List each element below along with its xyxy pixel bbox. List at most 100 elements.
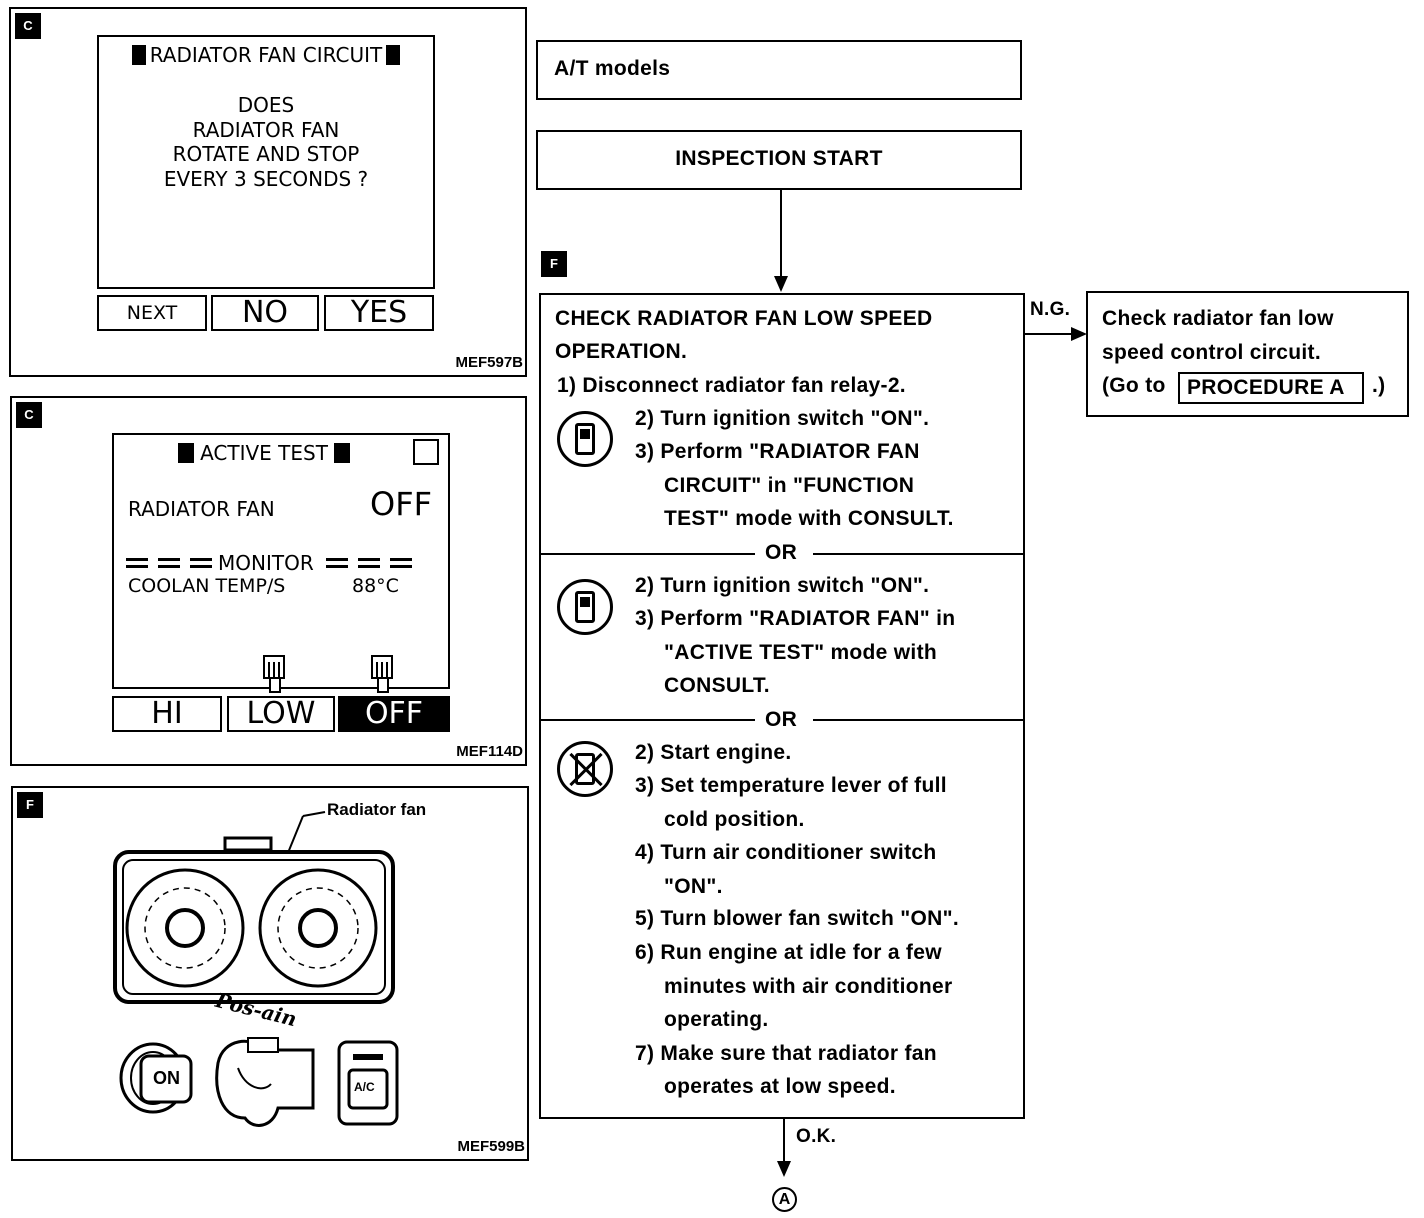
step-text: minutes with air conditioner [664,975,953,998]
step-text: 2) Start engine. [635,741,792,764]
step-text: 7) Make sure that radiator fan [635,1042,937,1065]
arrow-head-icon [774,276,788,292]
figure-id: MEF114D [456,743,523,760]
step-text: CONSULT. [664,674,770,697]
procedure-a-link[interactable]: PROCEDURE A [1178,372,1364,404]
question-line: EVERY 3 SECONDS ? [163,167,369,191]
finger-pointer-icon [371,655,393,693]
or-divider-label: OR [765,541,798,564]
consult-tester-icon [557,579,613,635]
check-step-tag: F [541,251,567,277]
off-button[interactable]: OFF [338,696,450,732]
finger-pointer-icon [263,655,285,693]
blank-square-icon [413,439,439,465]
hi-button[interactable]: HI [112,696,222,732]
figure-id: MEF599B [457,1138,525,1155]
check-box: CHECK RADIATOR FAN LOW SPEED OPERATION. … [539,293,1025,1119]
step-text: "ON". [664,875,723,898]
next-button[interactable]: NEXT [97,295,207,331]
no-tools-icon [557,741,613,797]
step-text: operating. [664,1008,769,1031]
or-divider-line [813,719,1023,721]
panel-tag: F [17,792,43,818]
monitor-label: MONITOR [218,551,314,575]
monitor-dashes [158,558,180,568]
inspection-start-label: INSPECTION START [675,147,883,170]
step-text: cold position. [664,808,805,831]
monitor-item-value: 88°C [352,575,399,597]
arrow-head-icon [1071,327,1087,341]
step-text: 5) Turn blower fan switch "ON". [635,907,960,930]
test-item-label: RADIATOR FAN [128,497,275,521]
flow-arrow-line [1025,333,1073,335]
step-text: "ACTIVE TEST" mode with [664,641,937,664]
monitor-dashes [357,558,380,568]
panel-active-test: C ACTIVE TEST RADIATOR FAN OFF MONITOR C… [10,396,527,766]
panel-tag: C [16,402,42,428]
monitor-dashes [325,558,348,568]
yes-button[interactable]: YES [324,295,434,331]
consult-screen: RADIATOR FAN CIRCUIT DOES RADIATOR FAN R… [97,35,435,289]
arrow-head-icon [777,1161,791,1177]
or-divider-line [541,553,755,555]
question-line: RADIATOR FAN [192,118,340,142]
connector-a-label: A [778,1191,791,1208]
title-marker-icon [386,45,401,65]
step-text: 3) Perform "RADIATOR FAN" in [635,607,956,630]
check-title: CHECK RADIATOR FAN LOW SPEED [555,307,933,330]
screen-title-row: RADIATOR FAN CIRCUIT [99,43,433,67]
model-label: A/T models [554,57,671,80]
step-text: 1) Disconnect radiator fan relay-2. [557,374,906,397]
step-text: 4) Turn air conditioner switch [635,841,937,864]
panel-radiator-illustration: F Radiator fan Pos-ain ON A/C MEF599B [11,786,529,1161]
screen-title: ACTIVE TEST [200,441,328,465]
title-marker-icon [333,443,350,463]
screen-title: RADIATOR FAN CIRCUIT [149,43,383,67]
or-divider-line [541,719,755,721]
consult-tester-icon [557,411,613,467]
radiator-fan-illustration [113,811,399,1127]
connector-a-icon: A [772,1187,797,1212]
consult-screen: ACTIVE TEST RADIATOR FAN OFF MONITOR COO… [112,433,450,689]
ng-action-text: speed control circuit. [1102,341,1321,364]
ok-label: O.K. [796,1126,837,1147]
ac-label: A/C [354,1080,375,1094]
flow-arrow-line [780,190,782,278]
monitor-dashes [126,558,148,568]
monitor-item-label: COOLAN TEMP/S [128,575,286,597]
or-divider-label: OR [765,708,798,731]
step-text: 3) Perform "RADIATOR FAN [635,440,920,463]
check-title: OPERATION. [555,340,688,363]
flow-arrow-line [783,1119,785,1163]
question-line: DOES [237,93,295,117]
step-text: operates at low speed. [664,1075,896,1098]
step-text: 2) Turn ignition switch "ON". [635,574,930,597]
monitor-row: MONITOR [126,551,440,575]
procedure-a-label: PROCEDURE A [1187,376,1345,399]
ignition-on-label: ON [153,1068,180,1088]
ng-action-text: Check radiator fan low [1102,307,1334,330]
ng-label: N.G. [1030,299,1071,320]
ng-go-suffix: .) [1372,374,1386,397]
inspection-start-box: INSPECTION START [536,130,1022,190]
step-text: 6) Run engine at idle for a few [635,941,942,964]
radiator-fan-callout: Radiator fan [327,800,427,819]
or-divider-line [813,553,1023,555]
question-line: ROTATE AND STOP [172,142,360,166]
ng-go-prefix: (Go to [1102,374,1166,397]
test-item-value: OFF [370,485,432,523]
figure-id: MEF597B [455,354,523,371]
model-box: A/T models [536,40,1022,100]
step-text: 3) Set temperature lever of full [635,774,947,797]
monitor-dashes [389,558,412,568]
step-text: TEST" mode with CONSULT. [664,507,954,530]
low-button[interactable]: LOW [227,696,335,732]
panel-tag: C [15,13,41,39]
no-button[interactable]: NO [211,295,319,331]
step-text: CIRCUIT" in "FUNCTION [664,474,915,497]
title-marker-icon [131,45,146,65]
ng-action-box: Check radiator fan low speed control cir… [1086,291,1409,417]
screen-title-row: ACTIVE TEST [114,441,414,465]
monitor-dashes [190,558,212,568]
title-marker-icon [178,443,195,463]
